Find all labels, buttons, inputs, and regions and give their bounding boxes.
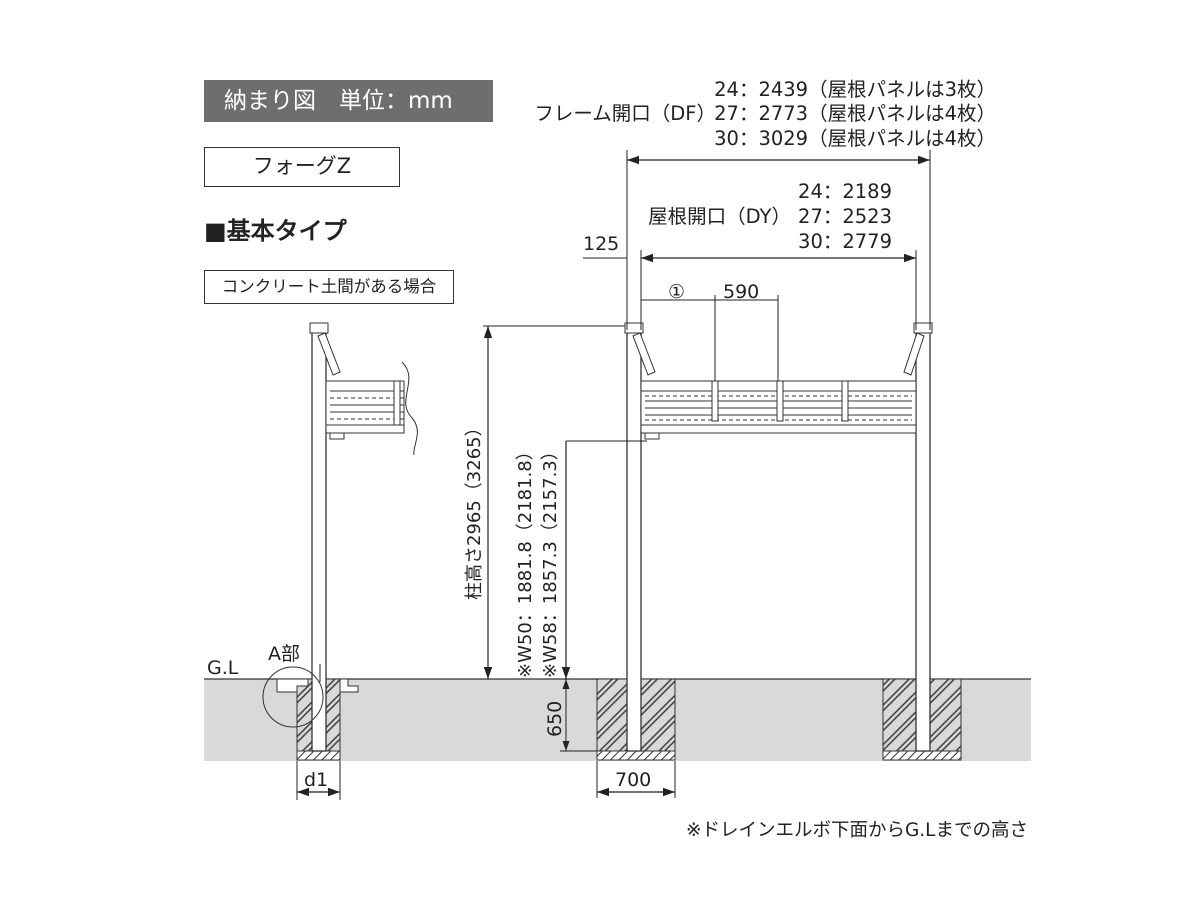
circle-one-marker: ① (668, 281, 685, 303)
panel-width-dimension: 590 (723, 281, 759, 303)
product-label: フォーグZ (204, 147, 400, 187)
type-label: ■基本タイプ (204, 217, 347, 245)
part-a-circle (262, 666, 324, 728)
frame-opening-value-24: 24：2439（屋根パネルは3枚） (714, 78, 996, 101)
brace-center (632, 332, 656, 376)
roof-opening-value-27: 27：2523 (798, 205, 892, 228)
condition-label: コンクリート土間がある場合 (204, 270, 454, 304)
brace-right (903, 332, 925, 376)
footing-width-dimension: 700 (615, 769, 651, 791)
roof-opening-value-30: 30：2779 (798, 230, 892, 253)
drain-height-w58: ※W58：1857.3（2157.3） (540, 442, 561, 678)
embed-depth-dimension: 650 (544, 701, 566, 737)
part-a-label: A部 (268, 643, 300, 665)
post-center (626, 326, 642, 752)
brace-left (317, 332, 341, 376)
roof-front (640, 380, 917, 440)
frame-opening-value-30: 30：3029（屋根パネルは4枚） (714, 127, 996, 150)
drain-height-w50: ※W50：1881.8（2181.8） (515, 442, 536, 678)
post-right (915, 326, 931, 752)
d1-dimension: d1 (304, 769, 328, 791)
roof-side (325, 361, 418, 456)
footnote: ※ドレインエルボ下面からG.Lまでの高さ (686, 820, 1028, 841)
frame-opening-value-27: 27：2773（屋根パネルは4枚） (714, 102, 996, 125)
roof-opening-label: 屋根開口（DY） (648, 205, 791, 228)
offset-dimension: 125 (583, 233, 619, 255)
post-height-dimension: 柱高さ2965（3265） (464, 418, 485, 600)
post-left (311, 326, 327, 752)
frame-opening-label: フレーム開口（DF） (534, 102, 716, 125)
dimension-lines (296, 150, 931, 800)
roof-opening-value-24: 24：2189 (798, 180, 892, 203)
gl-label: G.L (207, 657, 239, 679)
header-title: 納まり図 単位：mm (204, 80, 493, 122)
